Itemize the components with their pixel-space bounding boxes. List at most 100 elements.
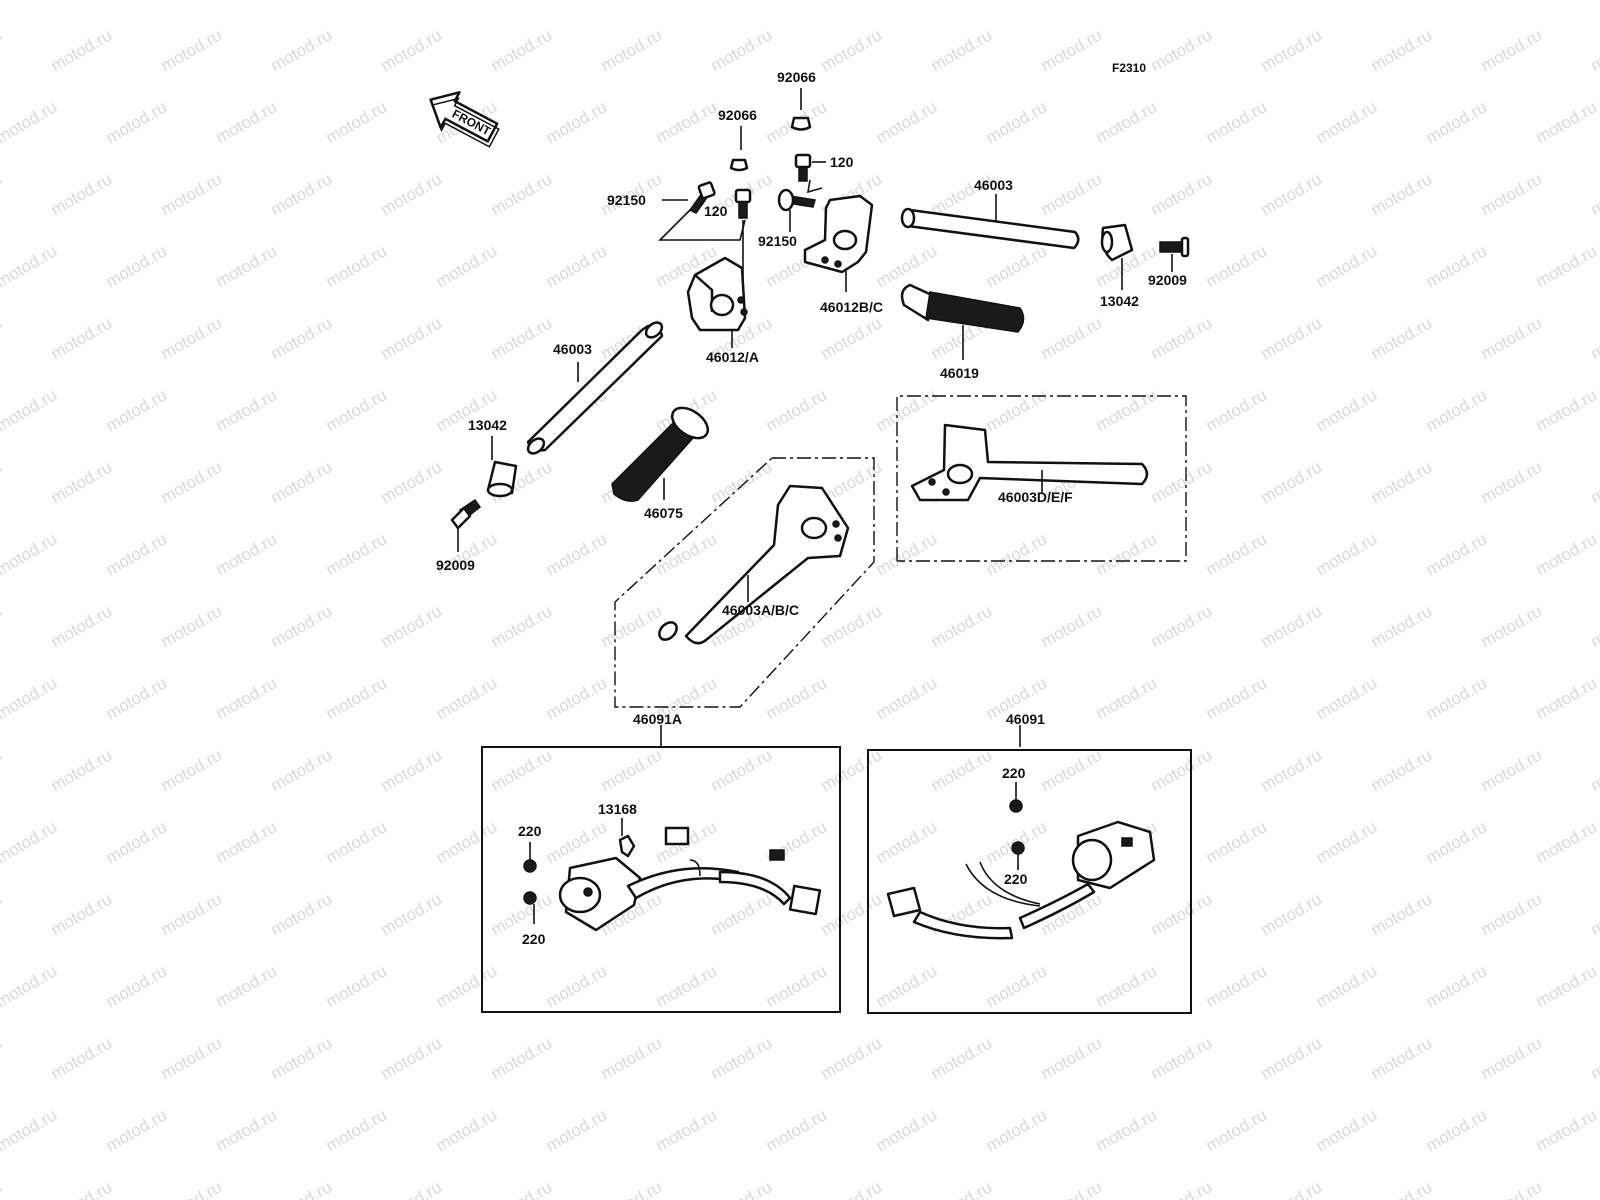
- watermark-text: motod.ru: [1478, 313, 1546, 363]
- watermark-text: motod.ru: [433, 0, 501, 3]
- watermark-text: motod.ru: [1478, 1033, 1546, 1083]
- label-13042-right: 13042: [1100, 293, 1139, 309]
- watermark-text: motod.ru: [488, 1177, 556, 1200]
- watermark-text: motod.ru: [1423, 241, 1491, 291]
- cap-92066-mid: [729, 126, 749, 172]
- watermark-text: motod.ru: [1093, 961, 1161, 1011]
- watermark-text: motod.ru: [1038, 1033, 1106, 1083]
- watermark-text: motod.ru: [323, 97, 391, 147]
- watermark-text: motod.ru: [1258, 745, 1326, 795]
- watermark-text: motod.ru: [378, 25, 446, 75]
- watermark-text: motod.ru: [1588, 745, 1600, 795]
- label-46003-right: 46003: [974, 177, 1013, 193]
- watermark-text: motod.ru: [378, 745, 446, 795]
- watermark-text: motod.ru: [0, 241, 60, 291]
- watermark-text: motod.ru: [1478, 1177, 1546, 1200]
- watermark-text: motod.ru: [983, 0, 1051, 3]
- watermark-text: motod.ru: [378, 889, 446, 939]
- watermark-text: motod.ru: [1533, 241, 1600, 291]
- watermark-text: motod.ru: [268, 889, 336, 939]
- watermark-text: motod.ru: [488, 25, 556, 75]
- watermark-text: motod.ru: [928, 745, 996, 795]
- watermark-text: motod.ru: [433, 1105, 501, 1155]
- watermark-text: motod.ru: [268, 601, 336, 651]
- variant-box-46003def: [896, 395, 1187, 562]
- watermark-text: motod.ru: [213, 1105, 281, 1155]
- watermark-text: motod.ru: [1588, 1177, 1600, 1200]
- watermark-text: motod.ru: [708, 745, 776, 795]
- watermark-text: motod.ru: [48, 1033, 116, 1083]
- watermark-text: motod.ru: [1093, 385, 1161, 435]
- watermark-text: motod.ru: [0, 961, 60, 1011]
- watermark-text: motod.ru: [983, 241, 1051, 291]
- watermark-text: motod.ru: [1368, 169, 1436, 219]
- watermark-text: motod.ru: [48, 457, 116, 507]
- watermark-text: motod.ru: [653, 0, 721, 3]
- watermark-text: motod.ru: [598, 25, 666, 75]
- watermark-text: motod.ru: [983, 1105, 1051, 1155]
- watermark-text: motod.ru: [323, 385, 391, 435]
- watermark-text: motod.ru: [1203, 817, 1271, 867]
- bar-end-13042-right: [1100, 223, 1134, 290]
- watermark-text: motod.ru: [543, 673, 611, 723]
- watermark-text: motod.ru: [433, 817, 501, 867]
- watermark-text: motod.ru: [48, 601, 116, 651]
- watermark-text: motod.ru: [1093, 673, 1161, 723]
- watermark-text: motod.ru: [0, 889, 5, 939]
- watermark-text: motod.ru: [1368, 1177, 1436, 1200]
- watermark-text: motod.ru: [103, 97, 171, 147]
- watermark-text: motod.ru: [598, 1033, 666, 1083]
- watermark-text: motod.ru: [158, 313, 226, 363]
- watermark-text: motod.ru: [1258, 169, 1326, 219]
- label-46003def: 46003D/E/F: [998, 489, 1073, 505]
- bolt-92150-right: [777, 179, 823, 232]
- bar-end-13042-left: [486, 436, 518, 498]
- watermark-text: motod.ru: [103, 817, 171, 867]
- watermark-text: motod.ru: [1533, 97, 1600, 147]
- watermark-text: motod.ru: [928, 601, 996, 651]
- watermark-text: motod.ru: [213, 673, 281, 723]
- watermark-text: motod.ru: [873, 0, 941, 3]
- handlebar-46003-left: [526, 321, 664, 455]
- watermark-text: motod.ru: [543, 241, 611, 291]
- switch-box-46091: [867, 725, 1192, 1014]
- watermark-text: motod.ru: [818, 313, 886, 363]
- screw-92009-right: [1159, 236, 1190, 272]
- watermark-text: motod.ru: [268, 313, 336, 363]
- watermark-text: motod.ru: [1038, 169, 1106, 219]
- watermark-text: motod.ru: [1203, 97, 1271, 147]
- watermark-text: motod.ru: [103, 385, 171, 435]
- switch-box-46091a: [481, 725, 841, 1013]
- watermark-text: motod.ru: [873, 1105, 941, 1155]
- watermark-text: motod.ru: [543, 0, 611, 3]
- watermark-text: motod.ru: [488, 601, 556, 651]
- watermark-text: motod.ru: [543, 529, 611, 579]
- watermark-text: motod.ru: [158, 25, 226, 75]
- label-46003abc: 46003A/B/C: [722, 602, 799, 618]
- watermark-text: motod.ru: [818, 889, 886, 939]
- watermark-text: motod.ru: [268, 169, 336, 219]
- watermark-text: motod.ru: [1423, 529, 1491, 579]
- watermark-text: motod.ru: [1203, 0, 1271, 3]
- label-220-b-top: 220: [1002, 765, 1026, 781]
- watermark-text: motod.ru: [1423, 817, 1491, 867]
- watermark-text: motod.ru: [268, 25, 336, 75]
- watermark-text: motod.ru: [488, 313, 556, 363]
- watermark-text: motod.ru: [983, 961, 1051, 1011]
- watermark-text: motod.ru: [873, 241, 941, 291]
- watermark-text: motod.ru: [1588, 601, 1600, 651]
- watermark-text: motod.ru: [1148, 601, 1216, 651]
- watermark-text: motod.ru: [1258, 25, 1326, 75]
- watermark-text: motod.ru: [158, 745, 226, 795]
- watermark-text: motod.ru: [1203, 673, 1271, 723]
- watermark-text: motod.ru: [1313, 385, 1381, 435]
- watermark-text: motod.ru: [873, 529, 941, 579]
- watermark-text: motod.ru: [213, 385, 281, 435]
- watermark-text: motod.ru: [1258, 601, 1326, 651]
- watermark-text: motod.ru: [1258, 1177, 1326, 1200]
- label-13168: 13168: [598, 801, 637, 817]
- watermark-text: motod.ru: [598, 601, 666, 651]
- watermark-text: motod.ru: [103, 673, 171, 723]
- label-92066-mid: 92066: [718, 107, 757, 123]
- watermark-text: motod.ru: [1588, 457, 1600, 507]
